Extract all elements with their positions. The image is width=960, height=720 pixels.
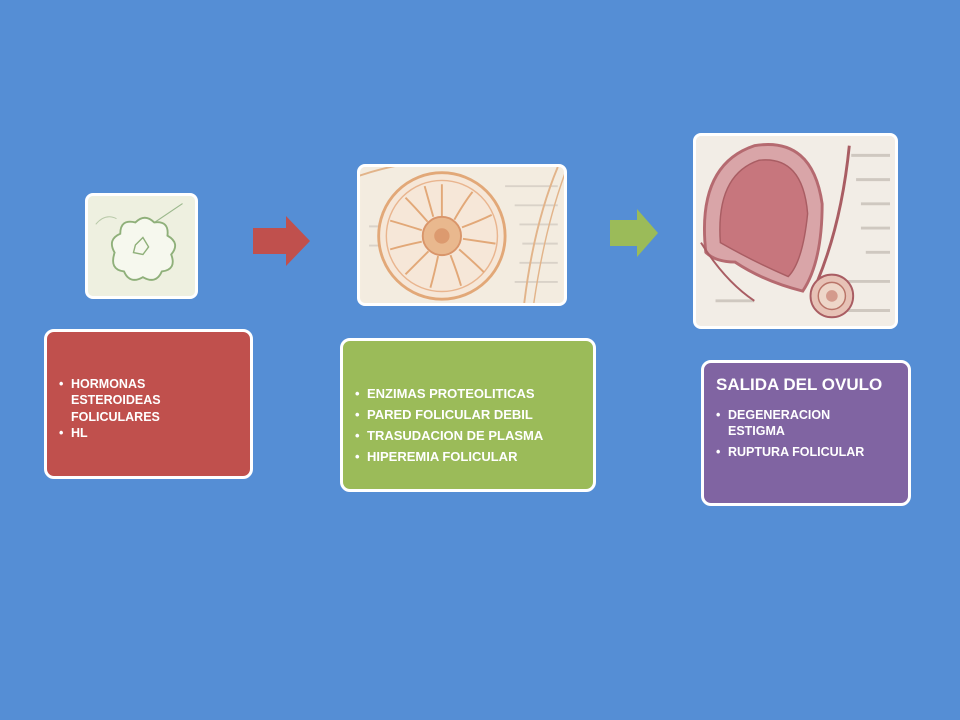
bullet-item: HIPEREMIA FOLICULAR <box>355 449 583 466</box>
step-bullet-list: HORMONAS ESTEROIDEAS FOLICULARES HL <box>59 376 240 441</box>
bullet-item: RUPTURA FOLICULAR <box>716 444 898 461</box>
step-bullet-list: ENZIMAS PROTEOLITICAS PARED FOLICULAR DE… <box>355 386 583 466</box>
bullet-item: PARED FOLICULAR DEBIL <box>355 407 583 424</box>
step-box-enzymes: ENZIMAS PROTEOLITICAS PARED FOLICULAR DE… <box>340 338 596 492</box>
step-title: SALIDA DEL OVULO <box>716 375 883 394</box>
step-box-ovulation: SALIDA DEL OVULO DEGENERACION ESTIGMA RU… <box>701 360 911 506</box>
follicle-image-2 <box>357 164 567 306</box>
ovulation-image <box>693 133 898 329</box>
follicle-image-1 <box>85 193 198 299</box>
arrow-right-icon <box>253 216 310 266</box>
bullet-item: HL <box>59 425 240 442</box>
bullet-item: HORMONAS ESTEROIDEAS FOLICULARES <box>59 376 191 425</box>
bullet-item: ENZIMAS PROTEOLITICAS <box>355 386 583 403</box>
step-box-hormones: HORMONAS ESTEROIDEAS FOLICULARES HL <box>44 329 253 479</box>
step-bullet-list: DEGENERACION ESTIGMA RUPTURA FOLICULAR <box>716 407 898 460</box>
arrow-right-icon <box>610 209 658 257</box>
bullet-item: TRASUDACION DE PLASMA <box>355 428 583 445</box>
bullet-item: DEGENERACION ESTIGMA <box>716 407 848 440</box>
